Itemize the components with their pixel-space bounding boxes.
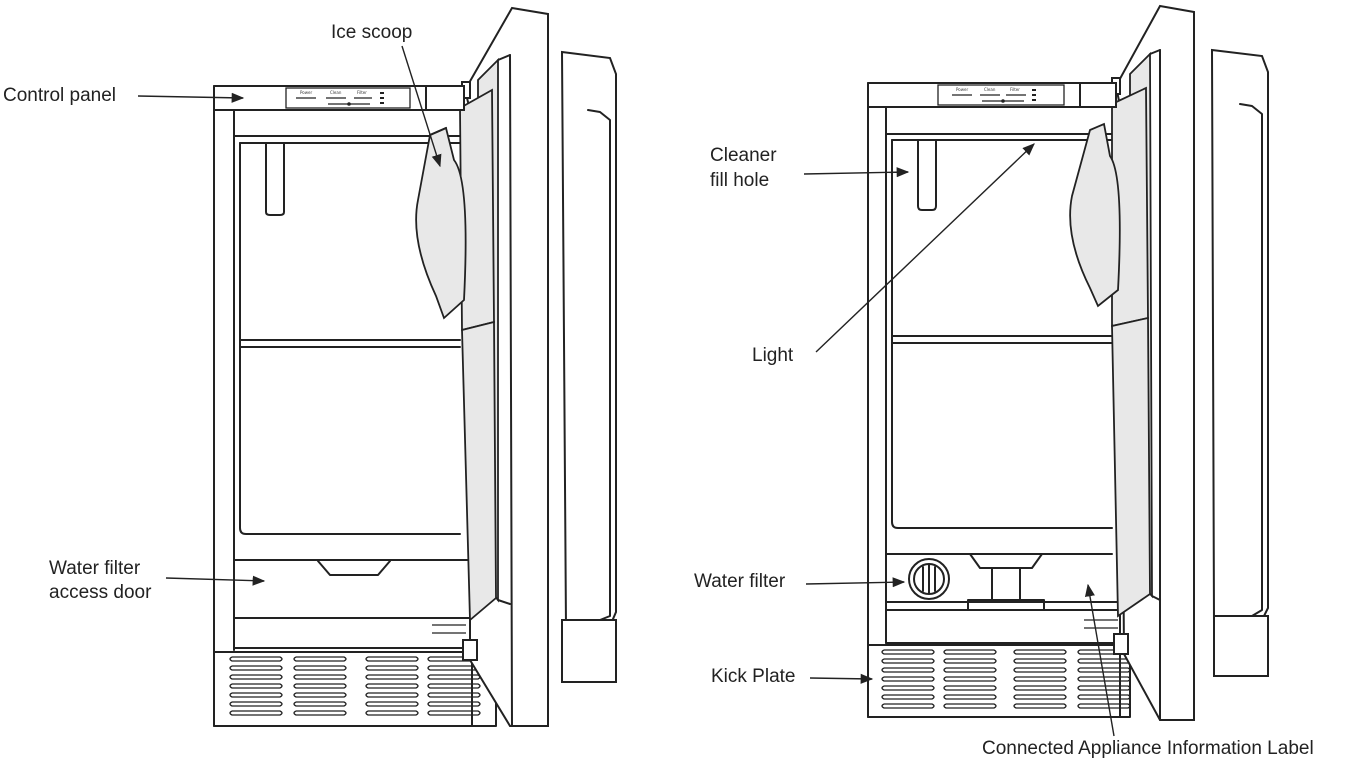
label-cleaner-fill-hole-2: fill hole: [710, 170, 769, 191]
label-light: Light: [752, 345, 794, 366]
right-door-handle: [1210, 48, 1269, 624]
svg-text:Power: Power: [300, 90, 312, 95]
left-door-handle: [560, 50, 617, 630]
svg-text:Filter: Filter: [357, 90, 367, 95]
right-ice-scoop: [1069, 122, 1121, 308]
svg-text:Clean: Clean: [984, 87, 996, 92]
svg-text:Power: Power: [956, 87, 968, 92]
label-control-panel: Control panel: [3, 85, 116, 106]
right-labels: Cleaner fill hole Light Water filter Kic…: [694, 143, 1314, 759]
left-water-filter-access-door: [233, 559, 471, 619]
label-cleaner-fill-hole-1: Cleaner: [710, 145, 777, 166]
left-labels: Ice scoop Control panel Water filter acc…: [3, 22, 442, 603]
svg-text:Clean: Clean: [330, 90, 342, 95]
label-water-filter-access-door-1: Water filter: [49, 558, 141, 579]
svg-text:Filter: Filter: [1010, 87, 1020, 92]
left-ice-scoop: [415, 126, 467, 320]
label-connected-appliance-information-label: Connected Appliance Information Label: [982, 738, 1314, 759]
label-kick-plate: Kick Plate: [711, 666, 795, 687]
label-water-filter-access-door-2: access door: [49, 582, 152, 603]
left-unit: Power Clean Filter: [213, 6, 617, 727]
right-unit: Power Clean Filter: [867, 4, 1269, 721]
right-water-filter: [908, 558, 950, 600]
label-ice-scoop: Ice scoop: [331, 22, 412, 43]
label-water-filter: Water filter: [694, 571, 786, 592]
